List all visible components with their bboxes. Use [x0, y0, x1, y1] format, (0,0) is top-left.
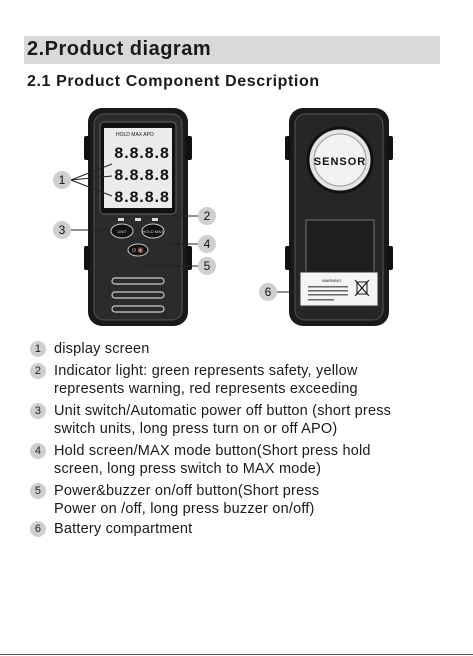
svg-text:2: 2	[204, 209, 211, 223]
item-text: Hold screen/MAX mode button(Short press …	[54, 442, 371, 478]
item-number: 1	[30, 341, 46, 357]
svg-text:5: 5	[204, 259, 211, 273]
indicator-light-red	[152, 218, 158, 221]
svg-text:1: 1	[59, 173, 66, 187]
lcd-row-2: 8.8.8.8	[114, 167, 169, 185]
battery-label-text: WARNING	[322, 278, 341, 283]
item-number: 6	[30, 521, 46, 537]
back-device: SENSOR WARNING	[285, 108, 393, 326]
power-button-label: ⏻ 🔇	[132, 247, 144, 254]
indicator-light-green	[118, 218, 124, 221]
front-device: HOLD MAX APO 8.8.8.8 8.8.8.8 8.8.8.8 UNI…	[84, 108, 192, 326]
recycle-bin-icon	[355, 280, 369, 296]
item-text: Unit switch/Automatic power off button (…	[54, 402, 391, 438]
item-number: 2	[30, 363, 46, 379]
lcd-row-3: 8.8.8.8	[114, 189, 169, 207]
svg-text:3: 3	[59, 223, 66, 237]
description-item-4: 4 Hold screen/MAX mode button(Short pres…	[30, 442, 371, 478]
item-number: 5	[30, 483, 46, 499]
callout-5: 5	[198, 257, 216, 275]
svg-text:4: 4	[204, 237, 211, 251]
item-text: Indicator light: green represents safety…	[54, 362, 358, 398]
description-item-5: 5 Power&buzzer on/off button(Short press…	[30, 482, 319, 518]
product-diagram: HOLD MAX APO 8.8.8.8 8.8.8.8 8.8.8.8 UNI…	[0, 96, 473, 336]
item-text: Battery compartment	[54, 520, 192, 538]
description-item-1: 1 display screen	[30, 340, 150, 358]
description-item-2: 2 Indicator light: green represents safe…	[30, 362, 358, 398]
section-subtitle: 2.1 Product Component Description	[27, 73, 320, 91]
item-number: 4	[30, 443, 46, 459]
item-text: display screen	[54, 340, 150, 358]
hold-button-label: HOLD MAX	[143, 229, 164, 234]
svg-text:6: 6	[265, 285, 272, 299]
callout-1: 1	[53, 171, 71, 189]
item-text: Power&buzzer on/off button(Short press P…	[54, 482, 319, 518]
description-item-6: 6 Battery compartment	[30, 520, 192, 538]
unit-button-label: UNIT	[117, 229, 127, 234]
callout-2: 2	[198, 207, 216, 225]
indicator-light-yellow	[135, 218, 141, 221]
item-number: 3	[30, 403, 46, 419]
callout-6: 6	[259, 283, 277, 301]
page-title: 2.Product diagram	[27, 38, 211, 61]
sensor-label: SENSOR	[314, 156, 366, 168]
callout-4: 4	[198, 235, 216, 253]
page-bottom-rule	[0, 654, 473, 655]
callout-3: 3	[53, 221, 71, 239]
lcd-header: HOLD MAX APO	[116, 132, 154, 138]
description-item-3: 3 Unit switch/Automatic power off button…	[30, 402, 391, 438]
lcd-row-1: 8.8.8.8	[114, 145, 169, 163]
